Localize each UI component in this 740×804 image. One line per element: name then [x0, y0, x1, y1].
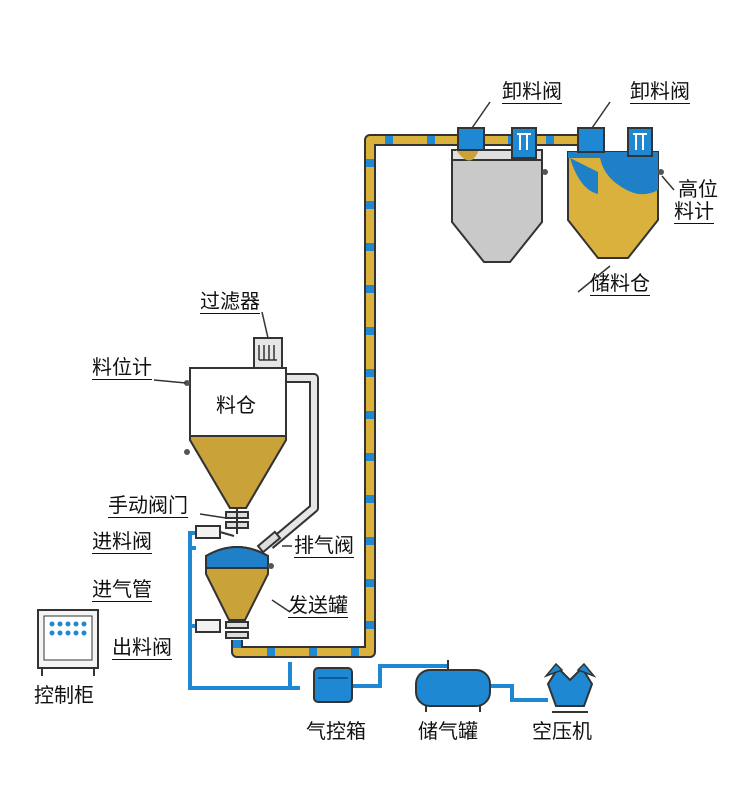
filter-label: 过滤器	[200, 289, 260, 314]
air-control-box-body	[313, 667, 353, 703]
air-tank-label: 储气罐	[418, 719, 478, 743]
control-cabinet-label: 控制柜	[34, 683, 94, 707]
leader-lines	[153, 101, 675, 613]
air-inlet-pipe-label: 进气管	[92, 577, 152, 602]
air-line	[188, 531, 548, 702]
sending-tank-label: 发送罐	[288, 593, 348, 618]
filter-right-1	[511, 127, 537, 159]
unload-valve-2-body	[577, 127, 605, 153]
exhaust-valve-body	[256, 530, 282, 554]
storage-silo	[567, 151, 664, 259]
exhaust-pipe	[266, 373, 319, 549]
air-compressor-label: 空压机	[532, 719, 592, 743]
outlet-valve-label: 出料阀	[112, 635, 172, 660]
unload-valve-2-label: 卸料阀	[630, 79, 690, 104]
unload-valve-1-label: 卸料阀	[502, 79, 562, 104]
high-level-gauge-label-line2: 料计	[674, 199, 714, 224]
unload-valve-1-body	[457, 127, 485, 151]
filter-unit	[253, 337, 283, 369]
air-control-box-label: 气控箱	[306, 719, 366, 743]
outlet-valve-box	[195, 619, 221, 633]
silo-left	[451, 149, 548, 263]
outlet-valve-body	[225, 621, 249, 639]
filter-right-2	[627, 127, 653, 157]
high-level-gauge-label-line1: 高位	[678, 177, 718, 201]
sending-tank	[205, 546, 274, 621]
inlet-valve-label: 进料阀	[92, 529, 152, 554]
control-cabinet-body	[37, 609, 99, 676]
storage-bin-label: 储料仓	[590, 271, 650, 296]
exhaust-valve-label: 排气阀	[294, 533, 354, 558]
hopper	[184, 367, 287, 509]
manual-valve-label: 手动阀门	[108, 493, 188, 518]
level-gauge-label: 料位计	[92, 355, 152, 380]
inlet-valve-box	[195, 525, 221, 539]
air-tank-body	[415, 660, 491, 712]
air-compressor-body	[543, 662, 597, 713]
manual-valve-body	[225, 508, 249, 534]
hopper-label: 料仓	[216, 393, 256, 417]
